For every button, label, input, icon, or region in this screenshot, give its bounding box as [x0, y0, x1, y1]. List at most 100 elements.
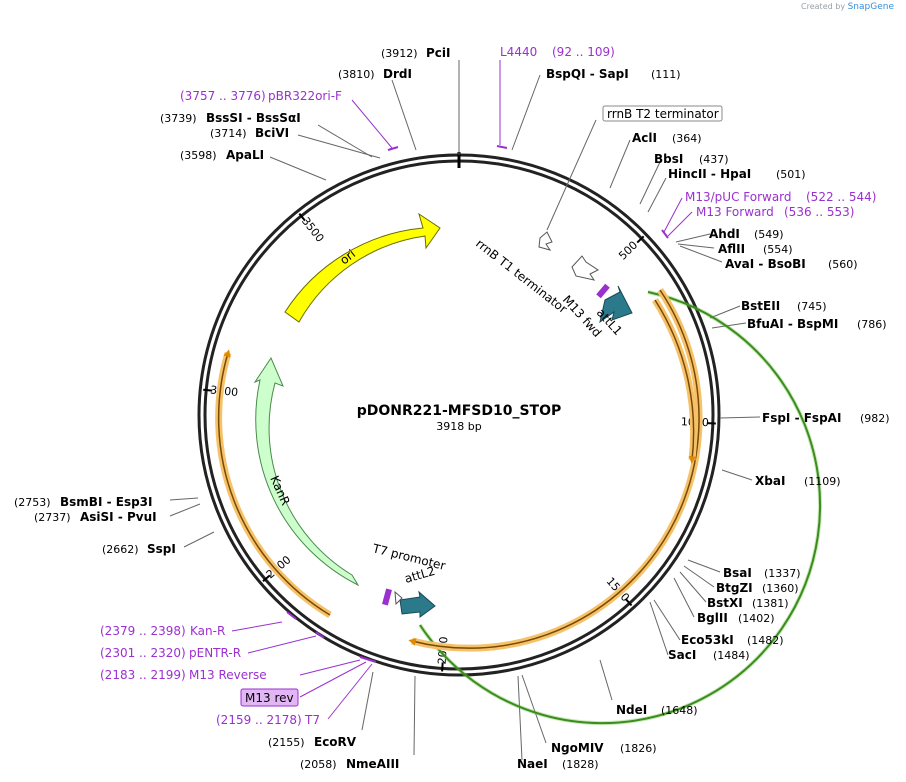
site-bbsi: BbsI (437) — [654, 152, 729, 166]
site-pos: (3912) — [381, 47, 418, 60]
primer-range: (2301 .. 2320) — [100, 646, 186, 660]
site-name: ApaLI — [226, 148, 264, 162]
primer-range: (536 .. 553) — [784, 205, 854, 219]
site-pos: (982) — [860, 412, 890, 425]
t7-promoter-arrow — [394, 590, 403, 606]
tick-mark — [441, 662, 444, 672]
site-name: HincII - HpaI — [668, 167, 751, 181]
site-avai: AvaI - BsoBI (560) — [725, 257, 858, 271]
site-name: AflII — [718, 242, 745, 256]
green-orf-arc — [419, 291, 822, 725]
site-name: FspI - FspAI — [762, 411, 841, 425]
m13-rev-box — [240, 688, 299, 707]
site-bsai: BsaI (1337) — [723, 566, 801, 580]
primer-t7: (2159 .. 2178) T7 — [216, 713, 320, 727]
tick-mark — [636, 235, 645, 244]
site-bfuai: BfuAI - BspMI (786) — [747, 317, 887, 331]
attl2-arrow — [399, 590, 436, 618]
site-name: BsmBI - Esp3I — [60, 495, 152, 509]
site-pos: (1482) — [747, 634, 784, 647]
site-pos: (2662) — [102, 543, 139, 556]
site-pos: (3598) — [180, 149, 217, 162]
site-name: BstXI — [707, 596, 743, 610]
site-fspi: FspI - FspAI (982) — [762, 411, 890, 425]
primer-marks — [286, 145, 669, 663]
site-btgzi: BtgZI (1360) — [716, 581, 799, 595]
attl1-arrow — [599, 285, 633, 324]
site-pos: (1484) — [713, 649, 750, 662]
site-name: AvaI - BsoBI — [725, 257, 806, 271]
plasmid-size: 3918 bp — [436, 420, 481, 433]
site-drdi: (3810) DrdI — [338, 67, 412, 81]
site-pos: (501) — [776, 168, 806, 181]
site-pos: (1826) — [620, 742, 657, 755]
site-ngomiv: NgoMIV (1826) — [551, 741, 657, 755]
site-ecorv: (2155) EcoRV — [268, 735, 357, 749]
site-saci: SacI (1484) — [668, 648, 750, 662]
tick-label: 500 — [616, 239, 640, 263]
primer-leader-lines — [231, 60, 693, 720]
site-aflii: AflII (554) — [718, 242, 793, 256]
site-bglii: BglII (1402) — [697, 611, 775, 625]
site-name: NmeAIII — [346, 757, 399, 771]
site-hincii: HincII - HpaI (501) — [668, 167, 806, 181]
rrnb-t1-arrow — [571, 255, 599, 281]
site-name: XbaI — [755, 474, 785, 488]
site-name: BssSI - BssSαI — [206, 111, 301, 125]
site-pos: (2058) — [300, 758, 337, 771]
site-pos: (1828) — [562, 758, 599, 771]
site-pos: (437) — [699, 153, 729, 166]
site-bsssi: (3739) BssSI - BssSαI — [160, 111, 301, 125]
primer-range: (522 .. 544) — [806, 190, 876, 204]
primer-name: M13 rev — [245, 691, 294, 705]
site-pos: (111) — [651, 68, 681, 81]
primer-range: (2379 .. 2398) — [100, 624, 186, 638]
site-name: NdeI — [616, 703, 647, 717]
site-name: BglII — [697, 611, 728, 625]
site-pos: (560) — [828, 258, 858, 271]
site-pos: (3714) — [210, 127, 247, 140]
site-name: NaeI — [517, 757, 548, 771]
primer-range: (2159 .. 2178) — [216, 713, 302, 727]
primer-name: M13 Forward — [696, 205, 774, 219]
primer-name: pENTR-R — [189, 646, 241, 660]
site-pos: (2737) — [34, 511, 71, 524]
site-asisi: (2737) AsiSI - PvuI — [34, 510, 157, 524]
orange-orf-outer-glow — [411, 288, 703, 652]
site-name: BsaI — [723, 566, 752, 580]
ori-arrow — [284, 212, 441, 323]
site-pos: (1648) — [661, 704, 698, 717]
primer-range: (92 .. 109) — [552, 45, 615, 59]
primer-m13-rev: M13 rev — [240, 688, 299, 707]
tick-mark — [262, 574, 271, 582]
site-pos: (1109) — [804, 475, 841, 488]
site-name: BstEII — [741, 299, 780, 313]
orange-orf-outer-arc — [408, 289, 700, 649]
primer-pbr322ori-f: (3757 .. 3776) pBR322ori-F — [180, 89, 342, 103]
tick-label: 3500 — [299, 215, 327, 245]
primer-m13-forward: M13 Forward (536 .. 553) — [696, 205, 854, 219]
site-pos: (364) — [672, 132, 702, 145]
site-xbai: XbaI (1109) — [755, 474, 841, 488]
site-nmeaiii: (2058) NmeAIII — [300, 757, 399, 771]
t7-mark — [382, 588, 392, 606]
site-name: BspQI - SapI — [546, 67, 629, 81]
rrnb-t1-label: rrnB T1 terminator — [473, 236, 570, 316]
site-leader-lines — [169, 60, 761, 761]
primer-name: L4440 — [500, 45, 537, 59]
site-name: SacI — [668, 648, 696, 662]
orange-orf-left-arc — [217, 349, 331, 616]
site-name: BtgZI — [716, 581, 753, 595]
attl2-label: attL2 — [403, 564, 437, 586]
primer-name: T7 — [304, 713, 320, 727]
site-pos: (745) — [797, 300, 827, 313]
site-name: BbsI — [654, 152, 683, 166]
primer-pentr-r: (2301 .. 2320) pENTR-R — [100, 646, 241, 660]
site-ndei: NdeI (1648) — [616, 703, 698, 717]
site-bstxi: BstXI (1381) — [707, 596, 789, 610]
primer-name: pBR322ori-F — [268, 89, 342, 103]
site-name: BciVI — [255, 126, 289, 140]
site-pcii: (3912) PciI — [381, 46, 451, 60]
primer-name: M13 Reverse — [189, 668, 267, 682]
